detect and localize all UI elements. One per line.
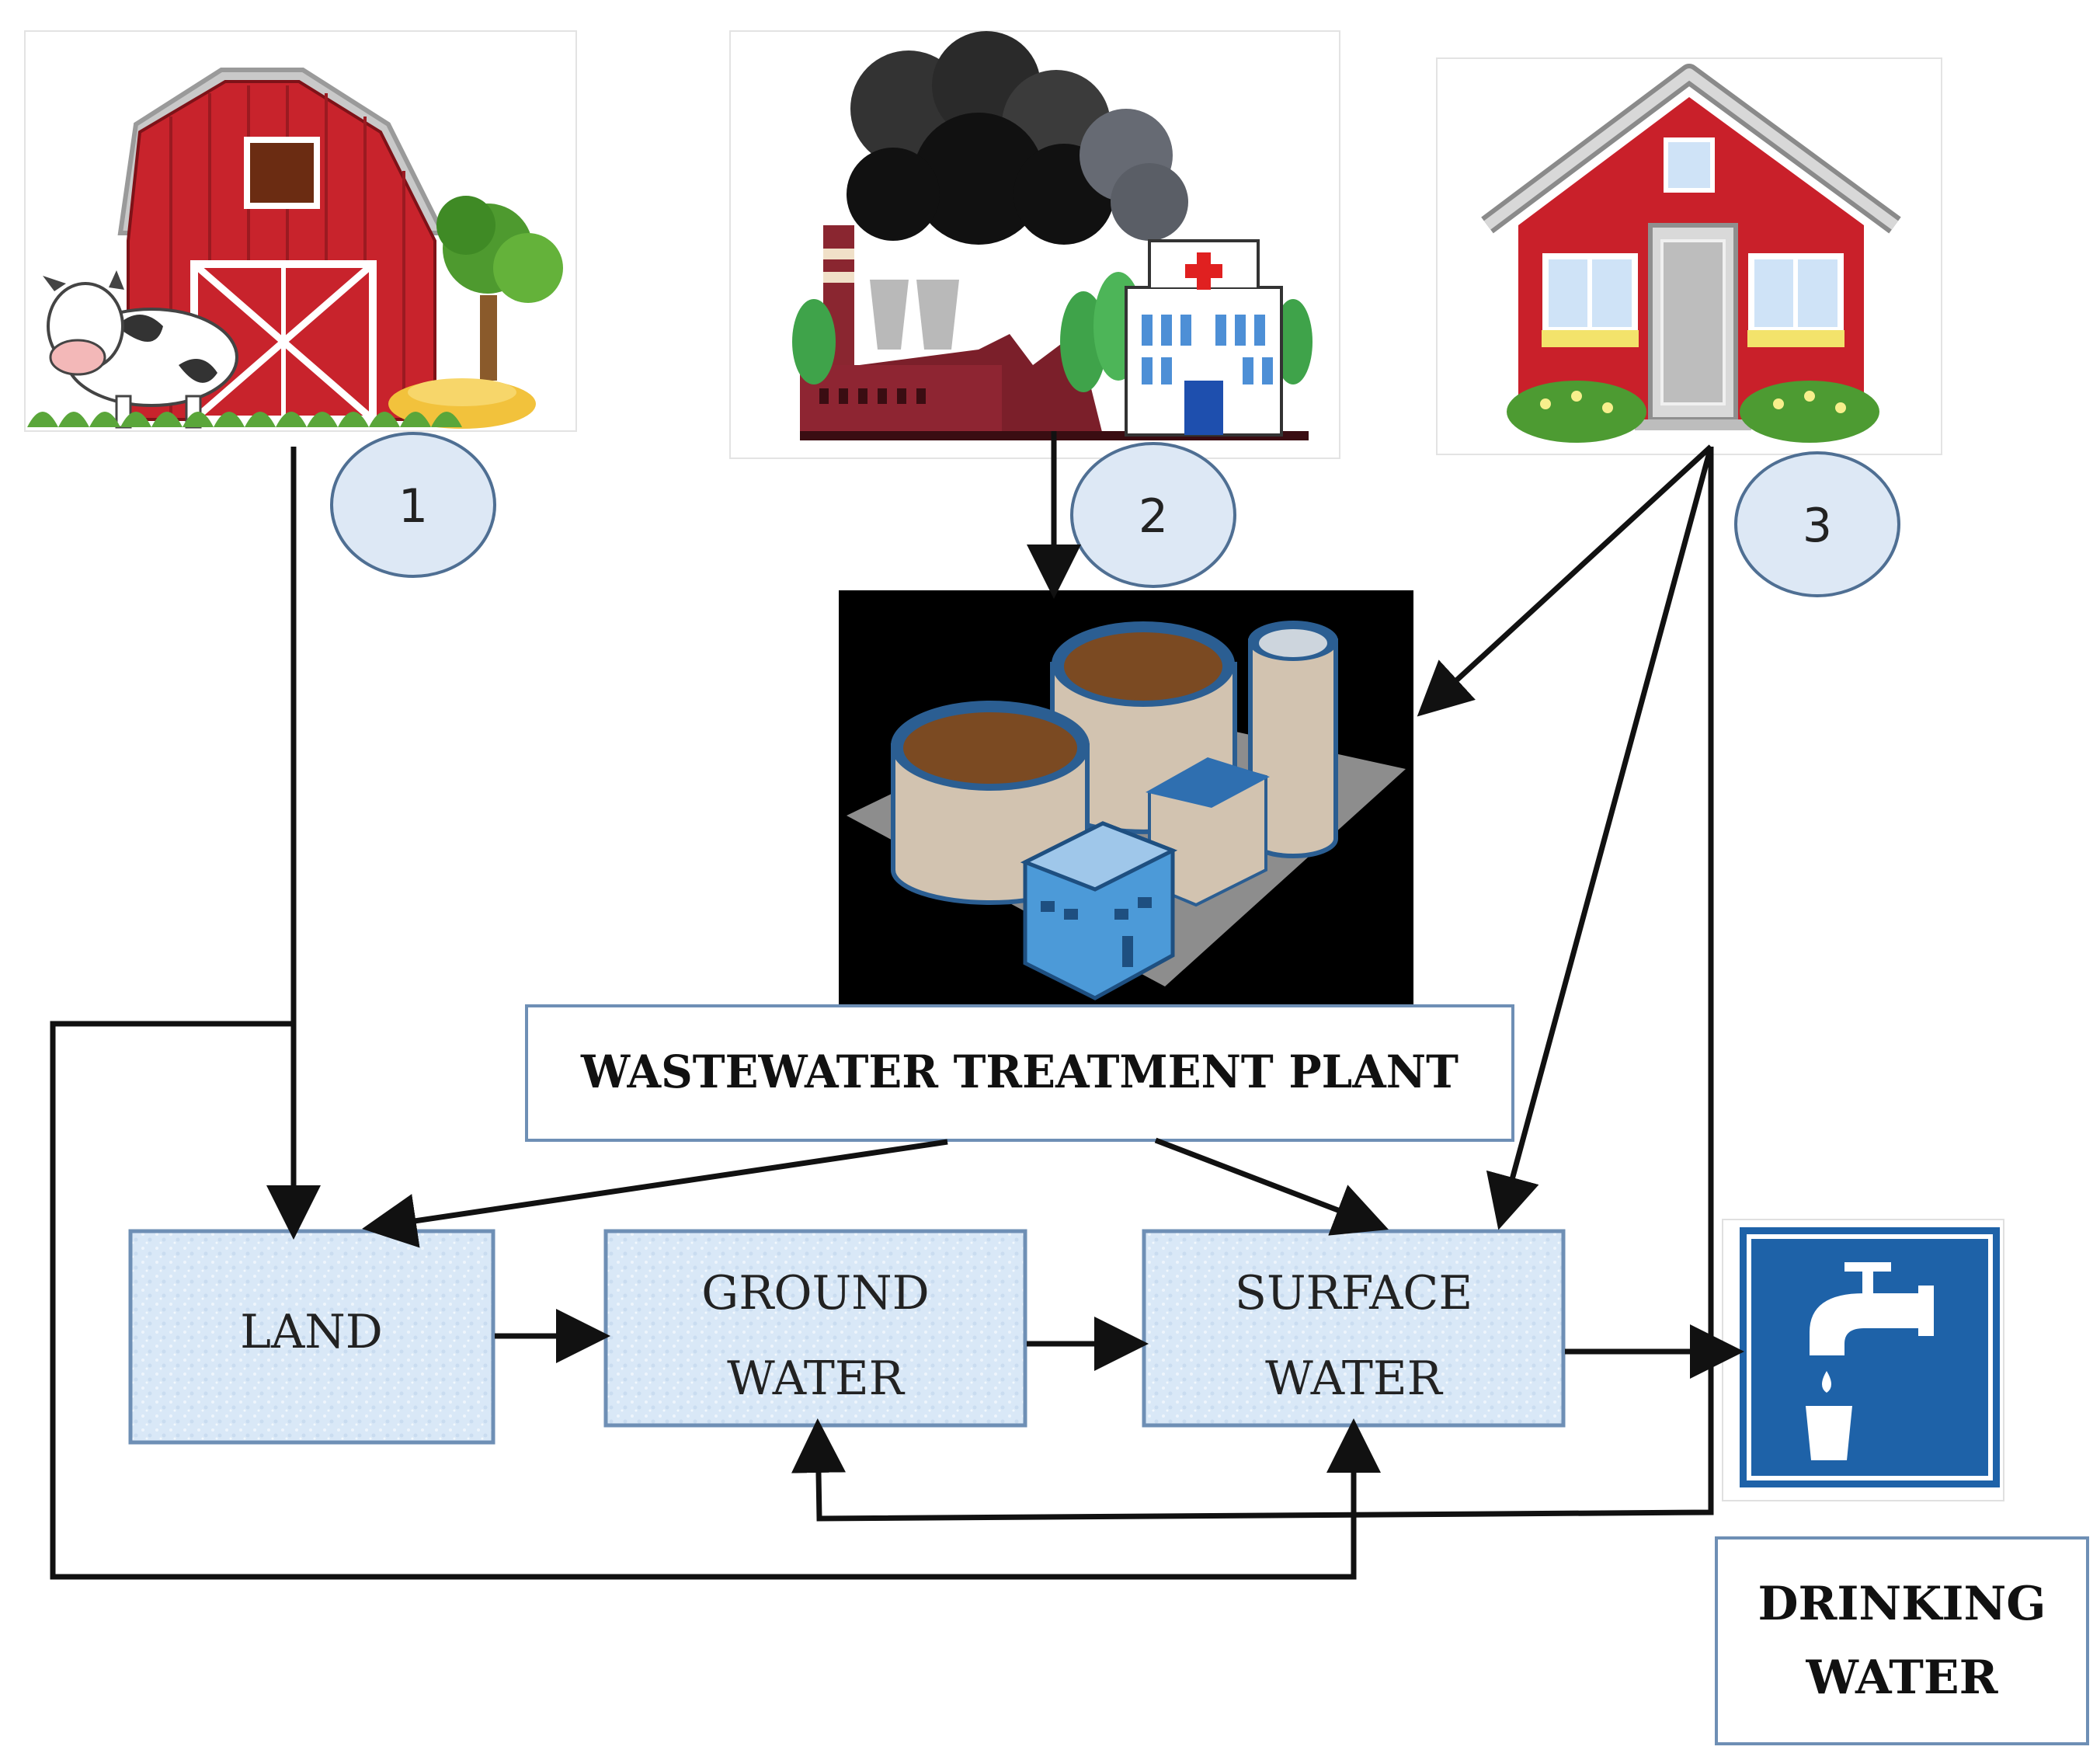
barn-farm-icon [24, 30, 577, 432]
treatment-plant-icon [839, 590, 1413, 1006]
land-label: LAND [240, 1305, 383, 1359]
flow-connectors [50, 431, 1744, 1580]
surface-water-label-line2: WATER [1265, 1352, 1444, 1406]
house-icon [1436, 57, 1942, 455]
source-3-number: 3 [1803, 499, 1832, 553]
ground-water-label-line1: GROUND [701, 1266, 929, 1320]
drinking-water-label-line2: WATER [1805, 1651, 1998, 1705]
arrow-farm-to-surface-water [50, 1021, 1381, 1580]
arrow-plant-to-land [362, 1139, 948, 1248]
arrow-house-to-ground-water [791, 447, 1714, 1522]
source-3-badge: 3 [1734, 451, 1900, 597]
source-2-badge: 2 [1070, 442, 1236, 588]
land-box[interactable]: LAND [128, 1229, 495, 1445]
source-1-badge: 1 [330, 432, 496, 578]
wastewater-treatment-plant-label: WASTEWATER TREATMENT PLANT [580, 1046, 1459, 1098]
ground-water-box[interactable]: GROUND WATER [603, 1229, 1027, 1428]
arrow-house-to-plant [1417, 444, 1713, 717]
drinking-water-label-box[interactable]: DRINKING WATER [1715, 1536, 2089, 1745]
surface-water-box[interactable]: SURFACE WATER [1142, 1229, 1566, 1428]
arrow-house-to-surface-water [1486, 446, 1714, 1230]
arrow-plant-to-surface-water [1154, 1137, 1389, 1236]
ground-water-label-line2: WATER [727, 1352, 906, 1406]
drinking-tap-icon [1722, 1219, 2004, 1501]
factory-hospital-icon [729, 30, 1340, 459]
wastewater-treatment-plant-label-box[interactable]: WASTEWATER TREATMENT PLANT [525, 1004, 1514, 1142]
source-1-number: 1 [398, 479, 428, 534]
drinking-water-label-line1: DRINKING [1758, 1577, 2046, 1631]
surface-water-label-line1: SURFACE [1235, 1266, 1472, 1320]
source-2-number: 2 [1139, 489, 1168, 544]
